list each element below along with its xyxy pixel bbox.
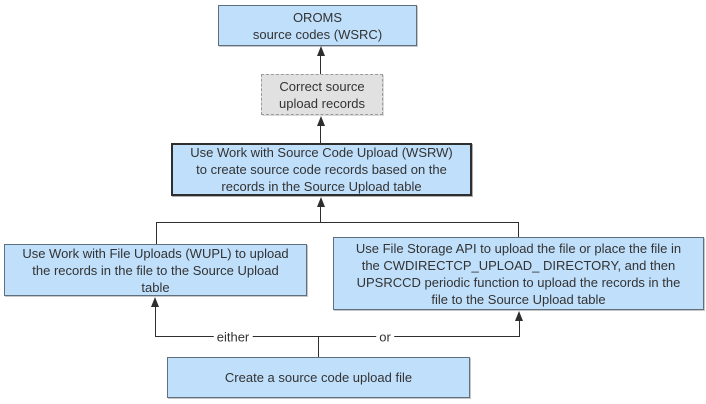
flow-box-wsrw-text: Use Work with Source Code Upload (WSRW) … — [190, 145, 453, 194]
arrow-up-head-to-file-storage — [515, 311, 523, 321]
connector-junction-to-wsrw — [320, 206, 321, 222]
flow-box-create-file-text: Create a source code upload file — [224, 370, 413, 385]
arrow-up-head-to-wupl — [151, 297, 159, 307]
flow-box-file-storage-api: Use File Storage API to upload the file … — [333, 237, 704, 310]
flow-box-oroms-text: OROMS source codes (WSRC) — [252, 9, 383, 42]
flow-box-oroms-source-codes: OROMS source codes (WSRC) — [218, 5, 417, 46]
connector-junction-to-file-storage — [518, 223, 519, 237]
flow-box-wupl-upload: Use Work with File Uploads (WUPL) to upl… — [4, 244, 307, 296]
flow-box-wsrw-upload: Use Work with Source Code Upload (WSRW) … — [171, 143, 472, 196]
connector-correct-to-oroms — [320, 55, 321, 74]
arrow-up-head-to-oroms — [317, 46, 325, 56]
connector-upper-junction-horizontal — [156, 222, 519, 223]
flow-box-correct-upload-records: Correct source upload records — [261, 74, 383, 115]
connector-either-to-wupl — [155, 306, 156, 336]
flow-box-correct-upload-text: Correct source upload records — [279, 78, 365, 111]
flow-box-wupl-text: Use Work with File Uploads (WUPL) to upl… — [22, 245, 289, 295]
edge-label-or: or — [376, 329, 394, 345]
arrow-up-head-to-correct-upload — [317, 116, 325, 126]
connector-lower-junction-horizontal — [155, 336, 520, 337]
connector-create-to-junction — [318, 337, 319, 357]
arrow-up-head-to-wsrw — [317, 197, 325, 207]
edge-label-either: either — [213, 329, 253, 345]
connector-junction-to-wupl — [156, 223, 157, 244]
flow-box-create-upload-file: Create a source code upload file — [167, 357, 470, 398]
flow-box-file-storage-api-text: Use File Storage API to upload the file … — [355, 240, 682, 307]
connector-wsrw-to-correct — [320, 125, 321, 143]
connector-or-to-file-storage — [519, 320, 520, 336]
